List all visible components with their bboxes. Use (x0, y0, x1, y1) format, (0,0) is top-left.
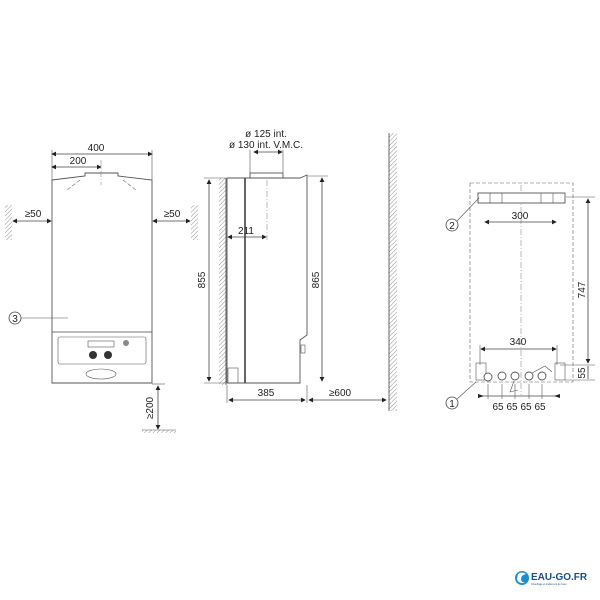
wall-left (5, 205, 12, 240)
boiler-outline (469, 182, 574, 383)
flue-outlet (249, 172, 284, 179)
mounting-bracket (477, 192, 566, 204)
rear-view: 2 300 747 340 55 1 65 65 65 65 (445, 182, 595, 413)
gauge-icon (123, 340, 129, 346)
logo-tagline: Chauffage et traitement de l'eau (531, 583, 567, 586)
flue-label-125: ø 125 int. (245, 129, 287, 140)
callout-2: 2 (449, 221, 455, 232)
dim-flue-offset: 211 (238, 226, 254, 237)
dim-spacing: 65 (520, 402, 532, 413)
dim-front-clearance: ≥600 (329, 388, 352, 399)
fixing-lug (554, 362, 566, 381)
dim-bracket-width: 300 (512, 211, 529, 222)
dim-height-855: 855 (197, 271, 208, 288)
dim-width: 400 (88, 143, 105, 154)
callout-1: 1 (449, 399, 455, 410)
boiler-side-body (226, 174, 308, 384)
front-view: 400 200 ≥50 ≥50 3 ≥200 (5, 143, 198, 433)
dim-half-width: 200 (70, 156, 87, 167)
wall-right (191, 205, 198, 240)
callout-3: 3 (12, 314, 18, 325)
eau-go-logo: EAU-GO.FR Chauffage et traitement de l'e… (515, 571, 588, 586)
wall-front (389, 133, 397, 411)
logo-plate (85, 368, 117, 380)
dim-spacing: 65 (492, 402, 504, 413)
dim-right-clearance: ≥50 (164, 209, 181, 220)
hydraulic-fittings (483, 365, 553, 393)
dim-depth: 385 (258, 388, 275, 399)
logo-text: EAU-GO.FR (531, 572, 588, 583)
knob-icon (104, 351, 112, 359)
wall-back (219, 178, 226, 385)
side-view: ø 125 int. ø 130 int. V.M.C. 211 855 865… (197, 129, 397, 411)
dim-bottom-clearance: ≥200 (145, 396, 156, 419)
knob-icon (89, 351, 97, 359)
fixing-lug (475, 362, 487, 381)
display-icon (87, 340, 115, 348)
dim-fixing-width: 340 (510, 337, 527, 348)
flue-label-130: ø 130 int. V.M.C. (229, 140, 303, 151)
control-panel (57, 336, 147, 365)
dim-bottom-offset: 55 (577, 367, 588, 379)
dim-spacing: 65 (534, 402, 546, 413)
dim-rear-height: 747 (577, 281, 588, 298)
dim-height-865: 865 (311, 271, 322, 288)
floor (142, 430, 176, 433)
dim-spacing: 65 (506, 402, 518, 413)
dim-left-clearance: ≥50 (25, 209, 42, 220)
boiler-front-body (51, 172, 153, 384)
